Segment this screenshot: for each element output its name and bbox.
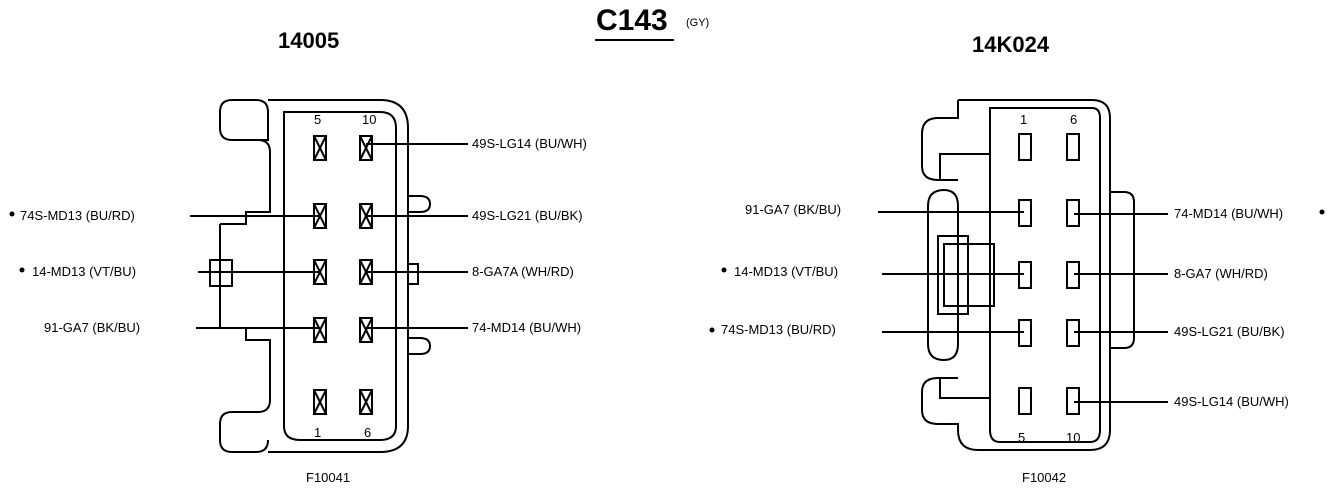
right-wire-label: 49S-LG21 (BU/BK): [1174, 324, 1285, 339]
left-pin-label-top-1: 5: [314, 112, 321, 127]
left-pin: [313, 389, 327, 415]
right-wire-label: 74S-MD13 (BU/RD): [721, 322, 836, 337]
right-figure-id: F10042: [1022, 470, 1066, 485]
left-connector-housing: [209, 99, 432, 453]
splice-dot-icon: [721, 267, 727, 273]
right-pin-label-top-1: 1: [1020, 112, 1027, 127]
right-wire-label: 49S-LG14 (BU/WH): [1174, 394, 1289, 409]
right-pin-label-bottom-2: 10: [1066, 430, 1080, 445]
right-pin: [1066, 133, 1080, 161]
left-wire-lines: [190, 143, 468, 329]
right-wire-label: 91-GA7 (BK/BU): [745, 202, 841, 217]
right-wire-lines: [878, 211, 1168, 403]
right-pin-label-bottom-1: 5: [1018, 430, 1025, 445]
left-wire-label: 49S-LG14 (BU/WH): [472, 136, 587, 151]
right-wire-label: 8-GA7 (WH/RD): [1174, 266, 1268, 281]
left-splice-dots: [9, 211, 25, 273]
splice-dot-icon: [9, 211, 15, 217]
left-figure-id: F10041: [306, 470, 350, 485]
left-pin-label-top-2: 10: [362, 112, 376, 127]
left-wire-label: 49S-LG21 (BU/BK): [472, 208, 583, 223]
left-pin-grid: [313, 135, 373, 415]
left-wire-label: 91-GA7 (BK/BU): [44, 320, 140, 335]
connector-title: C143: [596, 4, 668, 37]
right-connector-housing: [921, 99, 1135, 451]
left-pin: [359, 317, 373, 343]
left-wire-label: 74-MD14 (BU/WH): [472, 320, 581, 335]
right-wire-label: 14-MD13 (VT/BU): [734, 264, 838, 279]
right-pin-label-top-2: 6: [1070, 112, 1077, 127]
right-pin: [1018, 387, 1032, 415]
splice-dot-icon: [19, 267, 25, 273]
left-pin: [313, 317, 327, 343]
right-wire-label: 74-MD14 (BU/WH): [1174, 206, 1283, 221]
left-pin-label-bottom-2: 6: [364, 425, 371, 440]
left-pin-label-bottom-1: 1: [314, 425, 321, 440]
left-wire-label: 74S-MD13 (BU/RD): [20, 208, 135, 223]
right-pin: [1018, 133, 1032, 161]
splice-dot-icon: [709, 327, 715, 333]
left-wire-label: 14-MD13 (VT/BU): [32, 264, 136, 279]
left-part-number: 14005: [278, 28, 339, 53]
connector-color-code: (GY): [686, 17, 709, 29]
splice-dot-icon: [1319, 209, 1325, 215]
left-pin: [313, 135, 327, 161]
left-pin: [359, 389, 373, 415]
right-splice-dots: [709, 209, 1325, 333]
left-pin: [359, 135, 373, 161]
left-wire-label: 8-GA7A (WH/RD): [472, 264, 574, 279]
right-part-number: 14K024: [972, 32, 1050, 57]
right-pin-grid: [1018, 133, 1080, 415]
